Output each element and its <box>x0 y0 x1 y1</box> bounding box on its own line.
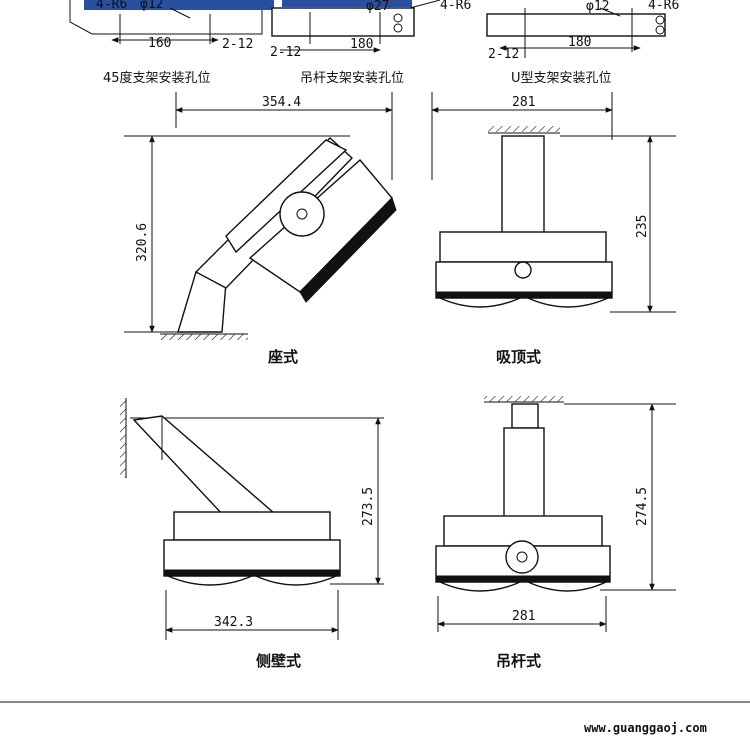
ceiling-mount-view: 281 235 <box>431 92 676 313</box>
hole-45-width: 160 <box>148 36 171 51</box>
hole-plate-rod: φ27 4-R6 180 2-12 吊杆支架安装孔位 <box>270 0 471 86</box>
ceiling-height-label: 235 <box>635 215 650 238</box>
wall-title: 侧壁式 <box>256 652 301 670</box>
hole-plate-45deg: φ12 4-R6 160 2-12 45度支架安装孔位 <box>69 0 274 86</box>
seat-mount-view: 354.4 320.6 <box>124 92 397 340</box>
hole-rod-phi: φ27 <box>366 0 389 14</box>
wall-height-label: 273.5 <box>361 487 376 526</box>
hole-rod-r: 4-R6 <box>440 0 471 13</box>
header-banner-strip <box>84 0 274 10</box>
seat-title: 座式 <box>267 348 298 366</box>
wall-mount-view: 273.5 342.3 <box>120 398 384 640</box>
hole-u-phi: φ12 <box>586 0 609 14</box>
hole-u-slot: 2-12 <box>488 47 519 62</box>
hole-u-width: 180 <box>568 35 591 50</box>
hole-rod-slot: 2-12 <box>270 45 301 60</box>
hole-45-r: 4-R6 <box>96 0 127 12</box>
hole-plate-u: φ12 4-R6 180 2-12 U型支架安装孔位 <box>486 0 679 86</box>
hole-45-phi: φ12 <box>140 0 163 12</box>
pendant-mount-view: 274.5 281 <box>435 396 676 632</box>
hole-45-caption: 45度支架安装孔位 <box>103 70 211 86</box>
seat-height-label: 320.6 <box>135 223 150 262</box>
wall-width-label: 342.3 <box>214 615 253 630</box>
watermark-url: www.guanggaoj.com <box>584 721 707 735</box>
pendant-width-label: 281 <box>512 609 535 624</box>
hole-u-r: 4-R6 <box>648 0 679 13</box>
ceiling-width-label: 281 <box>512 95 535 110</box>
hole-u-caption: U型支架安装孔位 <box>511 71 612 86</box>
header-banner-strip-2 <box>282 0 412 7</box>
hole-rod-width: 180 <box>350 37 373 52</box>
seat-width-label: 354.4 <box>262 95 301 110</box>
hole-rod-caption: 吊杆支架安装孔位 <box>300 71 404 86</box>
pendant-title: 吊杆式 <box>496 652 541 670</box>
ceiling-title: 吸顶式 <box>496 348 541 366</box>
hole-45-slot: 2-12 <box>222 37 253 52</box>
pendant-height-label: 274.5 <box>635 487 650 526</box>
